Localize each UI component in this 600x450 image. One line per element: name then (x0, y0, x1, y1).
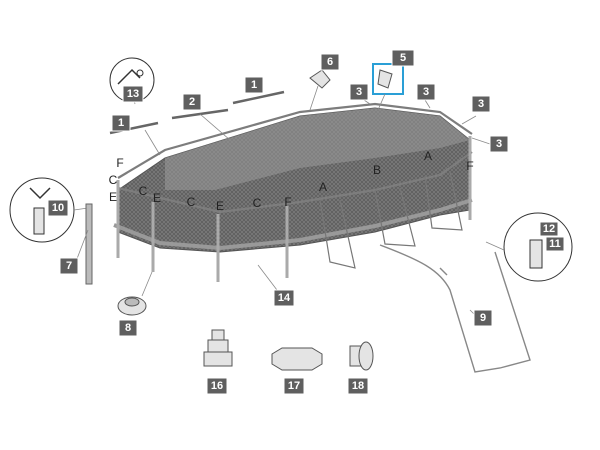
callout-badge: 9 (473, 309, 493, 327)
pool-legs (116, 136, 472, 282)
callout-badge: 7 (59, 257, 79, 275)
callout-badge: 3 (489, 135, 509, 153)
letter-label: F (284, 195, 291, 209)
callout-badge: 17 (283, 377, 305, 395)
hose-assembly (379, 244, 531, 373)
svg-text:17: 17 (288, 380, 300, 392)
svg-text:6: 6 (327, 56, 333, 68)
pool-ladder (319, 171, 463, 269)
callout-badge: 14 (273, 289, 295, 307)
letter-label: F (116, 156, 123, 170)
svg-text:1: 1 (118, 117, 124, 129)
svg-text:3: 3 (423, 86, 429, 98)
letter-labels: F C E C E C E C F A B A F (109, 149, 474, 213)
svg-text:8: 8 (125, 322, 131, 334)
callout-badge: 2 (182, 93, 202, 111)
callout-badge: 3 (416, 83, 436, 101)
callout-badge: 13 (122, 85, 144, 103)
letter-label: F (466, 159, 473, 173)
callout-badge-highlight: 5 (391, 49, 415, 67)
part-8-base (117, 271, 153, 316)
letter-label: C (109, 173, 118, 187)
callout-badge: 8 (118, 319, 138, 337)
svg-text:3: 3 (478, 98, 484, 110)
loose-poles (109, 90, 285, 156)
part-16-valve (203, 329, 233, 367)
letter-label: C (139, 184, 148, 198)
pool-wall (113, 102, 473, 253)
callout-badges: 1 1 2 1 13 6 5 3 3 3 3 10 7 14 8 9 12 11… (47, 49, 565, 395)
letter-label: A (424, 149, 432, 163)
svg-text:11: 11 (549, 238, 561, 250)
callout-badge: 12 (539, 221, 559, 237)
svg-text:3: 3 (356, 86, 362, 98)
callout-badge: 10 (47, 199, 69, 217)
callout-badge: 3 (349, 83, 369, 101)
svg-text:7: 7 (66, 260, 72, 272)
svg-text:13: 13 (127, 88, 139, 100)
svg-text:18: 18 (352, 380, 364, 392)
letter-label: B (373, 163, 381, 177)
letter-label: A (319, 180, 327, 194)
callout-badge: 16 (206, 377, 228, 395)
part-connectors-top (309, 63, 404, 111)
letter-label: E (216, 199, 224, 213)
letter-label: E (153, 191, 161, 205)
callout-badge: 6 (320, 53, 340, 71)
part-18-strainer (349, 341, 374, 371)
svg-text:3: 3 (496, 138, 502, 150)
detail-circle-10 (9, 177, 93, 285)
letter-label: C (253, 196, 262, 210)
svg-text:2: 2 (189, 96, 195, 108)
svg-text:12: 12 (543, 223, 555, 235)
svg-text:5: 5 (400, 52, 406, 64)
callout-badge: 3 (471, 95, 491, 113)
callout-badge: 1 (111, 114, 131, 132)
svg-text:1: 1 (251, 79, 257, 91)
svg-text:16: 16 (211, 380, 223, 392)
svg-text:10: 10 (52, 202, 64, 214)
callout-badge: 1 (244, 76, 264, 94)
letter-label: C (187, 195, 196, 209)
letter-label: E (109, 190, 117, 204)
part-17-nut (271, 347, 323, 371)
svg-text:9: 9 (480, 312, 486, 324)
callout-badge: 11 (545, 236, 565, 252)
callout-badge: 18 (347, 377, 369, 395)
svg-text:14: 14 (278, 292, 291, 304)
